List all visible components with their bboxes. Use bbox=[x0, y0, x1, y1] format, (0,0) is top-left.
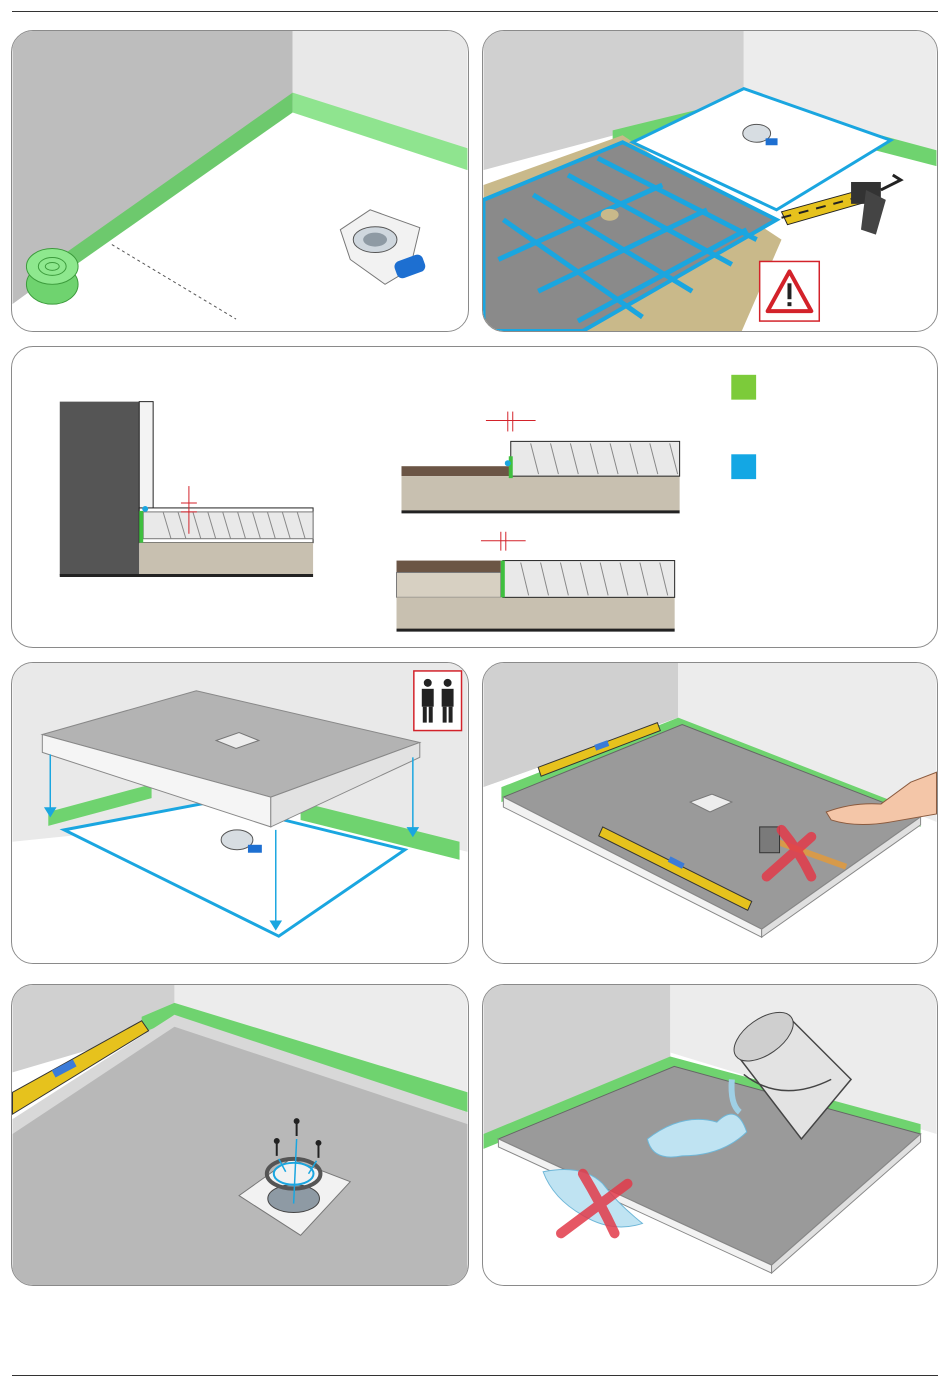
step-1-panel bbox=[11, 30, 469, 332]
section-floor-detail-2 bbox=[397, 532, 675, 630]
step-6-illustration bbox=[12, 985, 468, 1285]
legend-green-swatch bbox=[731, 375, 756, 400]
step-3-illustration bbox=[12, 347, 937, 647]
step-4-illustration bbox=[12, 663, 468, 963]
tape-roll-icon bbox=[26, 249, 78, 305]
two-persons-icon bbox=[414, 671, 462, 731]
top-rule bbox=[12, 11, 938, 12]
legend-blue-swatch bbox=[731, 454, 756, 479]
step-2-illustration bbox=[483, 31, 937, 331]
step-6-panel bbox=[11, 984, 469, 1286]
step-5-illustration bbox=[483, 663, 937, 963]
section-wall-detail bbox=[60, 402, 313, 576]
warning-triangle-icon bbox=[760, 261, 820, 321]
bottom-rule bbox=[12, 1375, 938, 1376]
step-2-panel bbox=[482, 30, 938, 332]
step-7-panel bbox=[482, 984, 938, 1286]
step-1-illustration bbox=[12, 31, 468, 331]
step-3-panel bbox=[11, 346, 938, 648]
section-floor-detail-1 bbox=[401, 412, 679, 512]
step-7-illustration bbox=[483, 985, 937, 1285]
step-4-panel bbox=[11, 662, 469, 964]
step-5-panel bbox=[482, 662, 938, 964]
